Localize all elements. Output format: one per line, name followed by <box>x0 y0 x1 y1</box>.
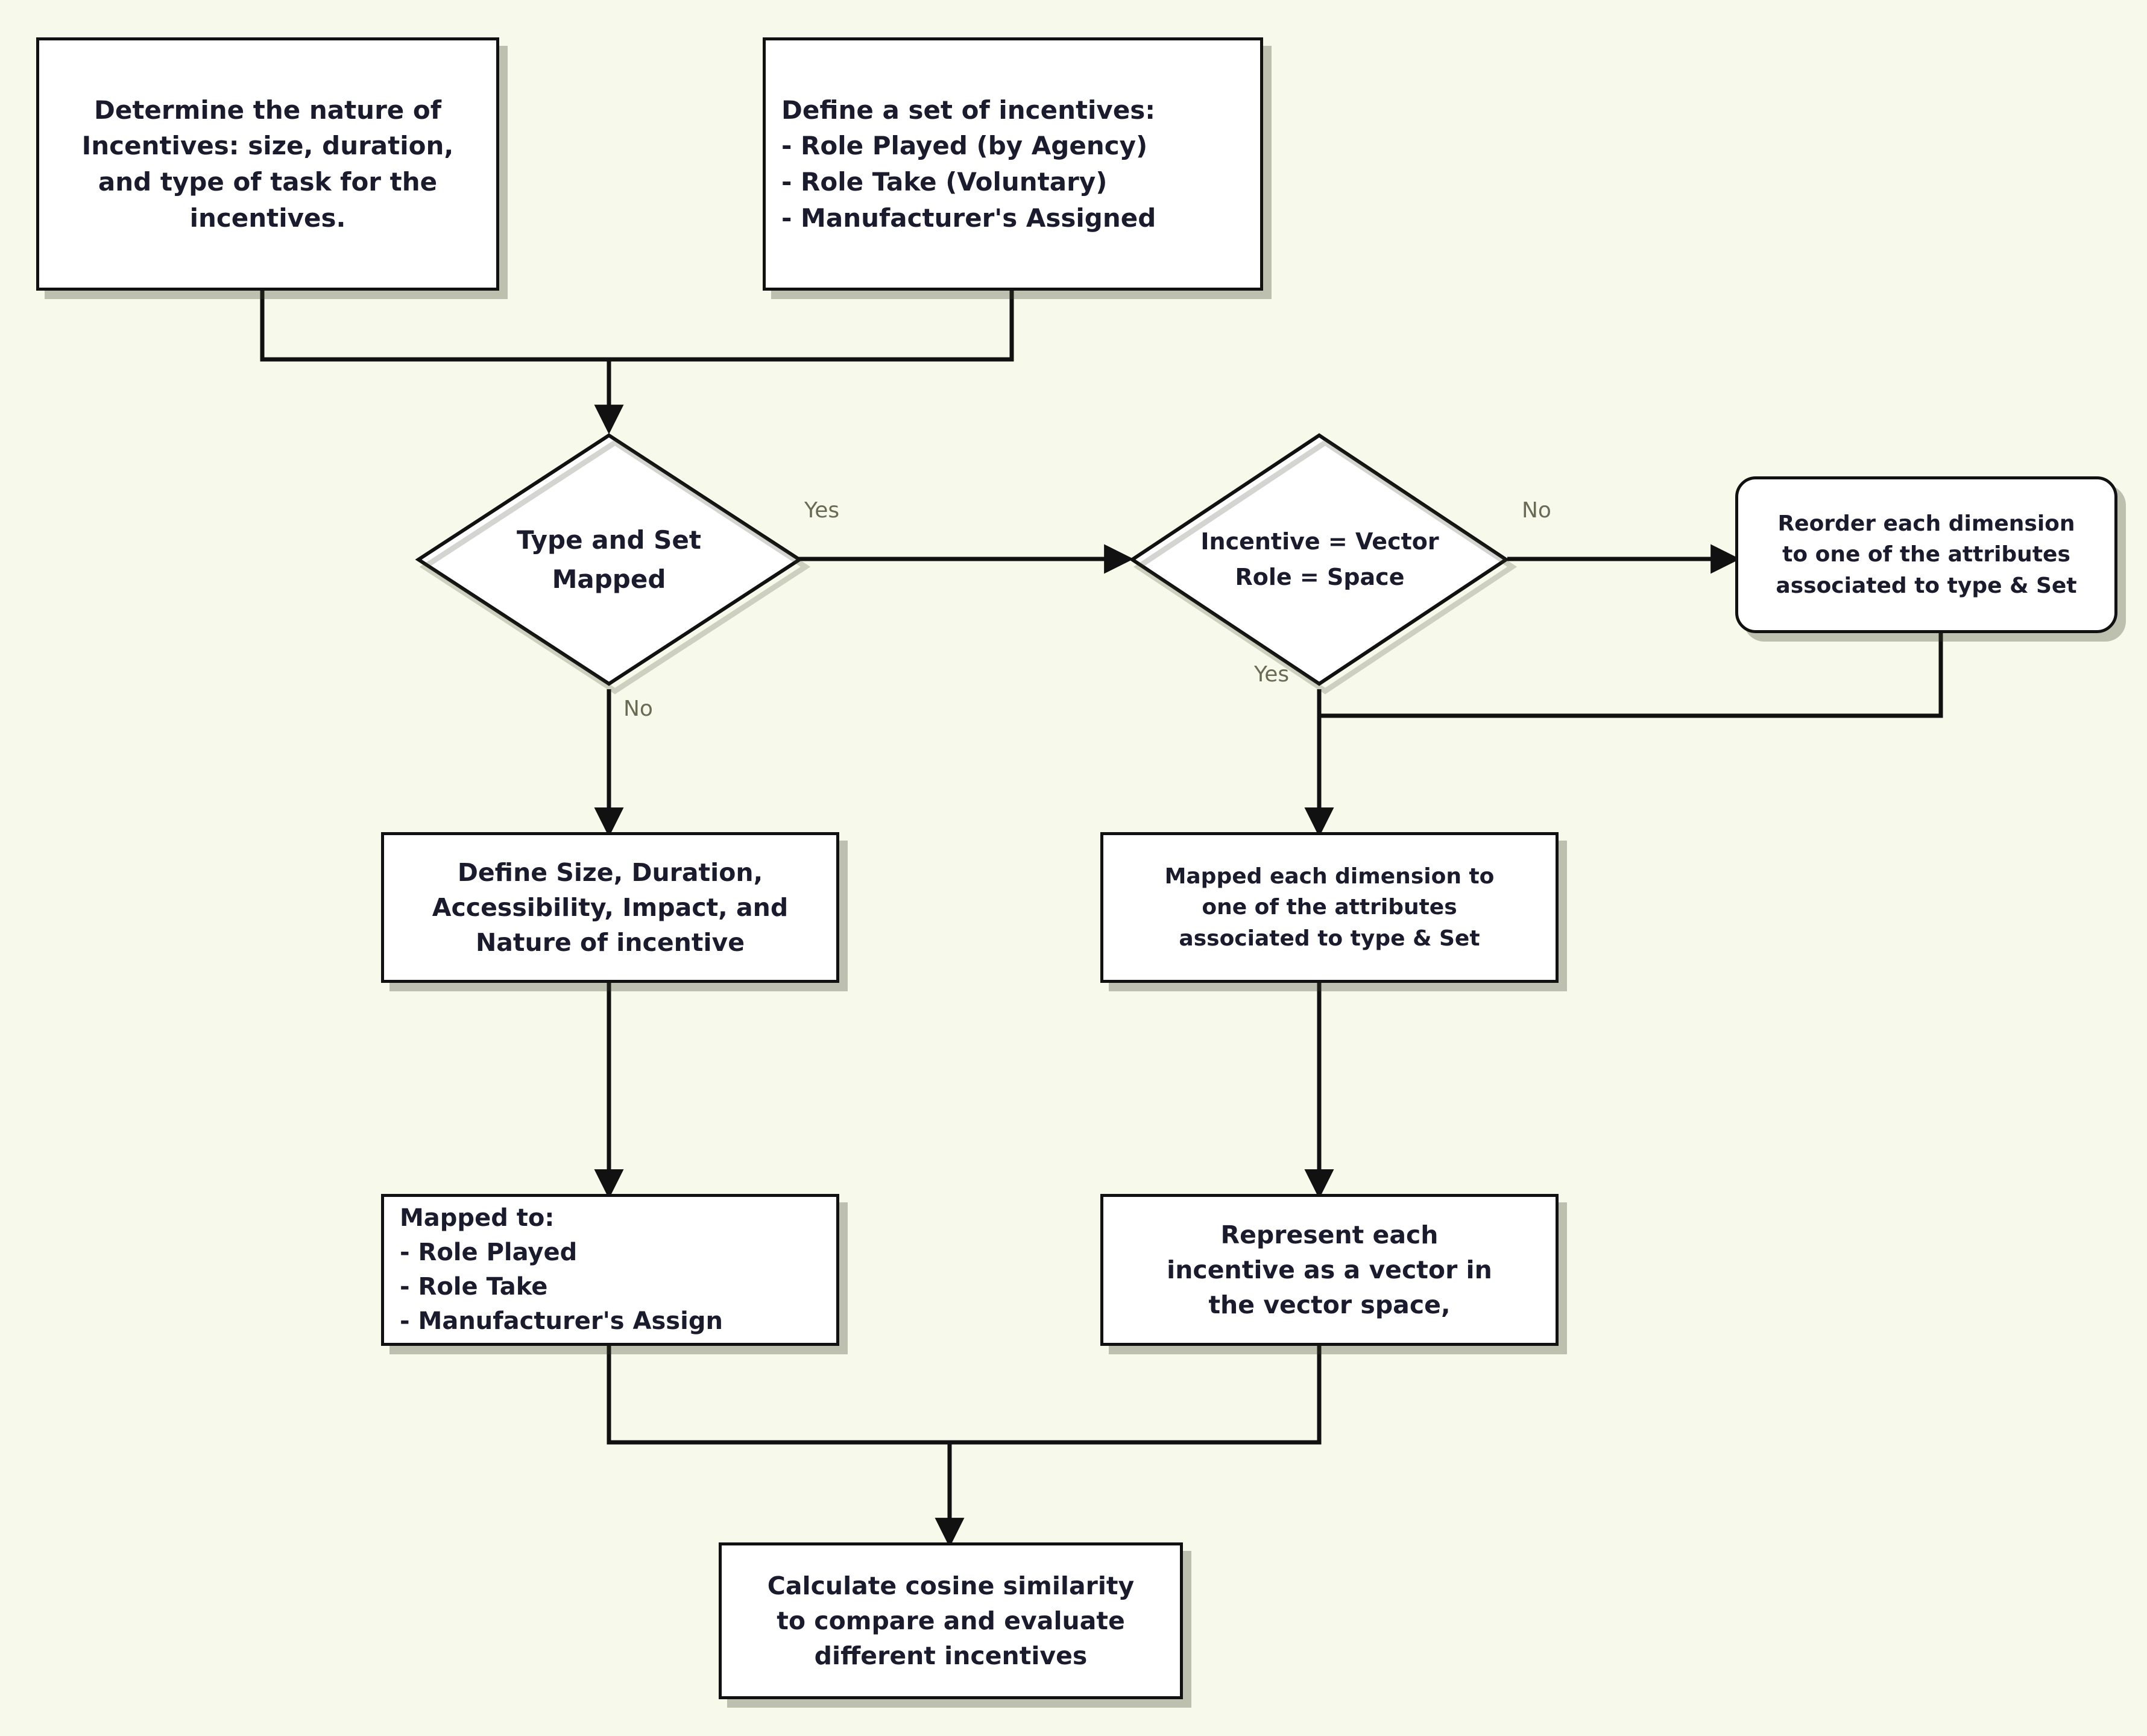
node-determine-nature-text: Determine the nature of Incentives: size… <box>39 92 496 236</box>
node-represent-vector[interactable]: Represent each incentive as a vector in … <box>1100 1194 1559 1346</box>
node-define-size-text: Define Size, Duration, Accessibility, Im… <box>384 855 836 961</box>
node-represent-vector-line-3: the vector space, <box>1208 1290 1451 1320</box>
node-determine-nature-line-3: and type of task for the <box>98 167 438 197</box>
node-represent-vector-line-2: incentive as a vector in <box>1167 1255 1492 1284</box>
node-define-size-line-1: Define Size, Duration, <box>457 857 763 887</box>
node-calculate-cosine-line-3: different incentives <box>814 1641 1088 1671</box>
node-reorder-dimension[interactable]: Reorder each dimension to one of the att… <box>1735 476 2117 633</box>
node-mapped-to-line-2: - Role Played <box>400 1239 578 1267</box>
node-mapped-dimension-line-2: one of the attributes <box>1202 895 1457 920</box>
node-reorder-dimension-text: Reorder each dimension to one of the att… <box>1738 508 2114 601</box>
node-reorder-dimension-line-1: Reorder each dimension <box>1777 511 2075 537</box>
node-define-set-text: Define a set of incentives: - Role Playe… <box>766 92 1276 236</box>
node-reorder-dimension-line-2: to one of the attributes <box>1782 542 2070 567</box>
edge-defineset-to-merge <box>609 291 1014 362</box>
node-mapped-to[interactable]: Mapped to: - Role Played - Role Take - M… <box>381 1194 839 1346</box>
node-mapped-dimension-text: Mapped each dimension to one of the attr… <box>1103 861 1556 953</box>
node-define-set-line-1: Define a set of incentives: <box>781 95 1156 125</box>
node-define-set-line-4: - Manufacturer's Assigned <box>781 203 1156 233</box>
node-reorder-dimension-line-3: associated to type & Set <box>1776 573 2077 598</box>
node-calculate-cosine[interactable]: Calculate cosine similarity to compare a… <box>719 1542 1183 1699</box>
edge-label-typeset-yes: Yes <box>804 498 840 523</box>
edge-represent-to-bottom-merge <box>950 1346 1322 1445</box>
edge-label-incentive-yes: Yes <box>1254 662 1290 687</box>
node-type-and-set-mapped[interactable]: Type and Set Mapped <box>414 429 811 695</box>
node-mapped-dimension[interactable]: Mapped each dimension to one of the attr… <box>1100 832 1559 983</box>
node-define-size-line-3: Nature of incentive <box>475 928 745 958</box>
node-represent-vector-text: Represent each incentive as a vector in … <box>1103 1217 1556 1323</box>
node-represent-vector-line-1: Represent each <box>1220 1220 1439 1249</box>
node-incentive-vector[interactable]: Incentive = Vector Role = Space <box>1129 429 1518 695</box>
node-mapped-to-text: Mapped to: - Role Played - Role Take - M… <box>384 1201 852 1338</box>
node-mapped-dimension-line-1: Mapped each dimension to <box>1164 864 1495 889</box>
node-determine-nature-line-4: incentives. <box>189 203 346 233</box>
edge-determine-to-merge <box>260 291 609 362</box>
node-define-set-line-3: - Role Take (Voluntary) <box>781 167 1108 197</box>
node-calculate-cosine-text: Calculate cosine similarity to compare a… <box>722 1568 1180 1674</box>
node-calculate-cosine-line-2: to compare and evaluate <box>777 1606 1125 1635</box>
node-determine-nature[interactable]: Determine the nature of Incentives: size… <box>36 37 499 291</box>
node-mapped-to-line-4: - Manufacturer's Assign <box>400 1307 723 1335</box>
node-mapped-dimension-line-3: associated to type & Set <box>1179 926 1480 951</box>
node-determine-nature-line-2: Incentives: size, duration, <box>81 131 454 161</box>
node-mapped-to-line-1: Mapped to: <box>400 1204 555 1233</box>
node-define-set-line-2: - Role Played (by Agency) <box>781 131 1148 161</box>
node-define-size[interactable]: Define Size, Duration, Accessibility, Im… <box>381 832 839 983</box>
node-define-size-line-2: Accessibility, Impact, and <box>432 892 789 922</box>
edge-label-typeset-no: No <box>623 696 653 721</box>
edge-label-incentive-no: No <box>1522 498 1551 523</box>
edge-mappedto-to-bottom-merge <box>607 1346 950 1445</box>
node-define-set[interactable]: Define a set of incentives: - Role Playe… <box>763 37 1263 291</box>
node-calculate-cosine-line-1: Calculate cosine similarity <box>767 1571 1135 1600</box>
node-mapped-to-line-3: - Role Take <box>400 1273 548 1301</box>
node-determine-nature-line-1: Determine the nature of <box>93 95 442 125</box>
